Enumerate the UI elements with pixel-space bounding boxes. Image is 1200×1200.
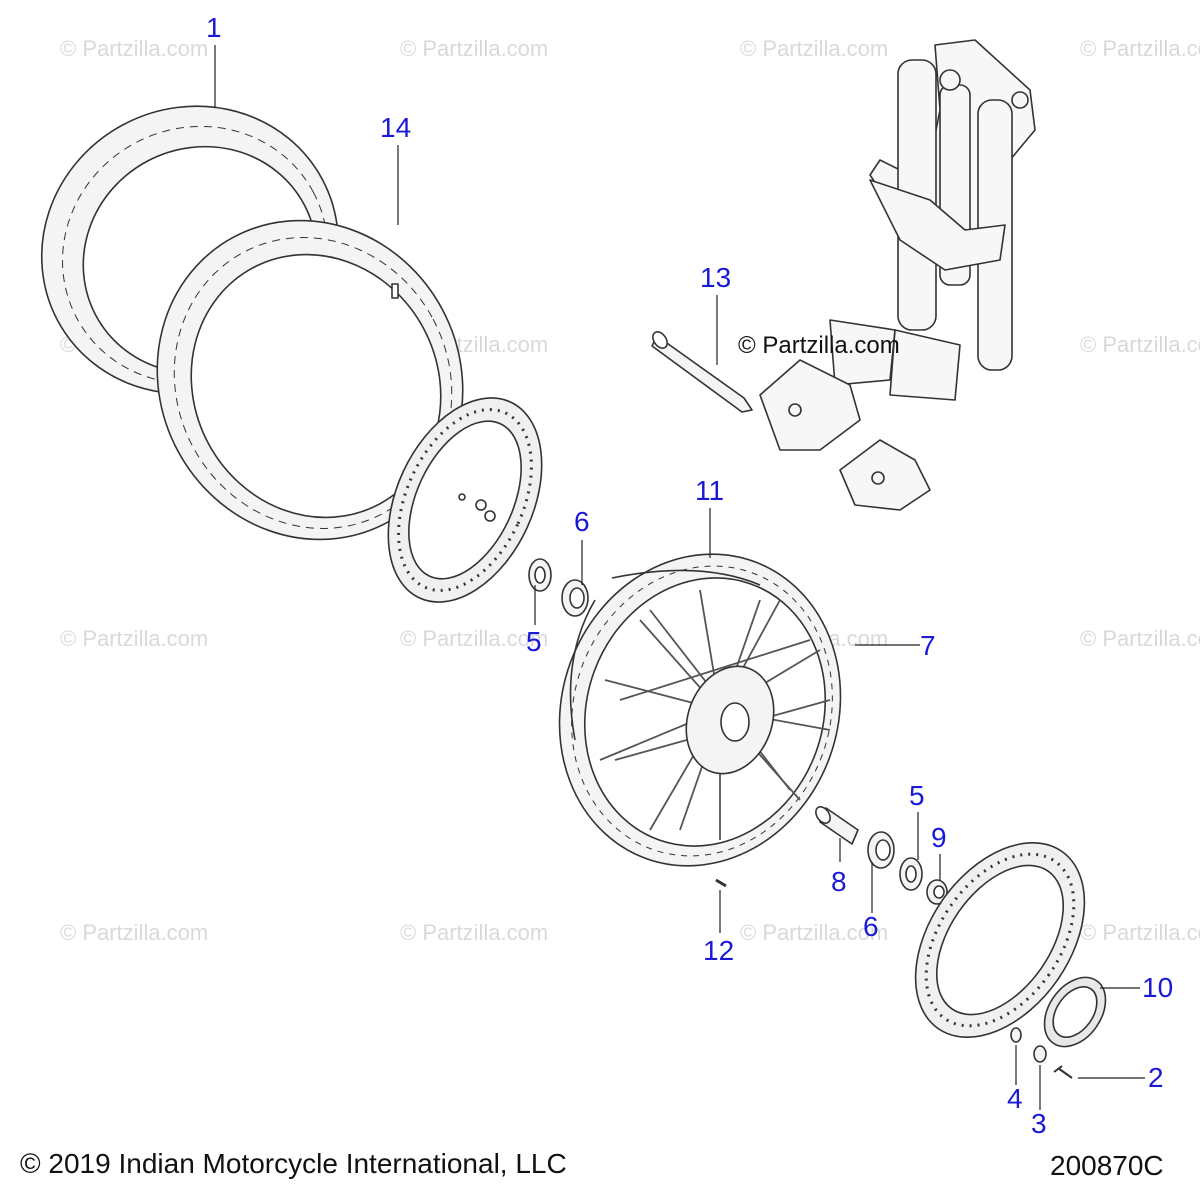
right-brake-rotor-part [914,842,1086,1038]
copyright-text: © 2019 Indian Motorcycle International, … [20,1148,567,1179]
watermark: © Partzilla.com [1080,626,1200,651]
leader-lines [214,45,1145,1110]
callout-14[interactable]: 14 [380,112,412,143]
callout-12[interactable]: 12 [703,935,735,966]
watermark: © Partzilla.com [400,36,549,61]
diagram-code: 200870C [1050,1150,1164,1181]
wheel-part [558,553,842,867]
watermark: © Partzilla.com [1080,36,1200,61]
nut-part [1033,1045,1047,1063]
callout-4[interactable]: 4 [1007,1083,1023,1114]
left-brake-rotor-part [387,397,543,603]
callout-1[interactable]: 1 [206,12,222,43]
callout-2[interactable]: 2 [1148,1062,1164,1093]
watermark: © Partzilla.com [60,920,209,945]
bearing-upper-part [561,579,589,617]
callout-6[interactable]: 6 [574,506,590,537]
watermark: © Partzilla.com [1080,332,1200,357]
watermark: © Partzilla.com [60,36,209,61]
callout-5[interactable]: 5 [909,780,925,811]
spacer-ring-part [926,879,948,905]
watermark: © Partzilla.com [60,626,209,651]
watermark: © Partzilla.com [740,36,889,61]
seal-upper-part [528,558,552,592]
callout-5[interactable]: 5 [526,626,542,657]
callout-6[interactable]: 6 [863,911,879,942]
callout-9[interactable]: 9 [931,822,947,853]
washer-part [1010,1027,1022,1043]
callout-3[interactable]: 3 [1031,1108,1047,1139]
watermark: © Partzilla.com [740,920,889,945]
watermark: © Partzilla.com [1080,920,1200,945]
seal-lower-part [899,857,923,891]
bolt-part [1053,1065,1073,1079]
inner-tube-part [156,219,464,541]
axle-part [651,331,753,413]
front-fork-part [759,39,1036,511]
callout-7[interactable]: 7 [920,630,936,661]
bearing-lower-part [867,831,895,869]
callout-8[interactable]: 8 [831,866,847,897]
watermark: © Partzilla.com [738,332,900,359]
watermark: © Partzilla.com [400,626,549,651]
tone-ring-part [1043,976,1107,1048]
valve-part [715,878,727,888]
watermark: © Partzilla.com [400,920,549,945]
callout-10[interactable]: 10 [1142,972,1174,1003]
callout-13[interactable]: 13 [700,262,732,293]
callout-11[interactable]: 11 [695,475,725,506]
spacer-part [815,806,859,845]
